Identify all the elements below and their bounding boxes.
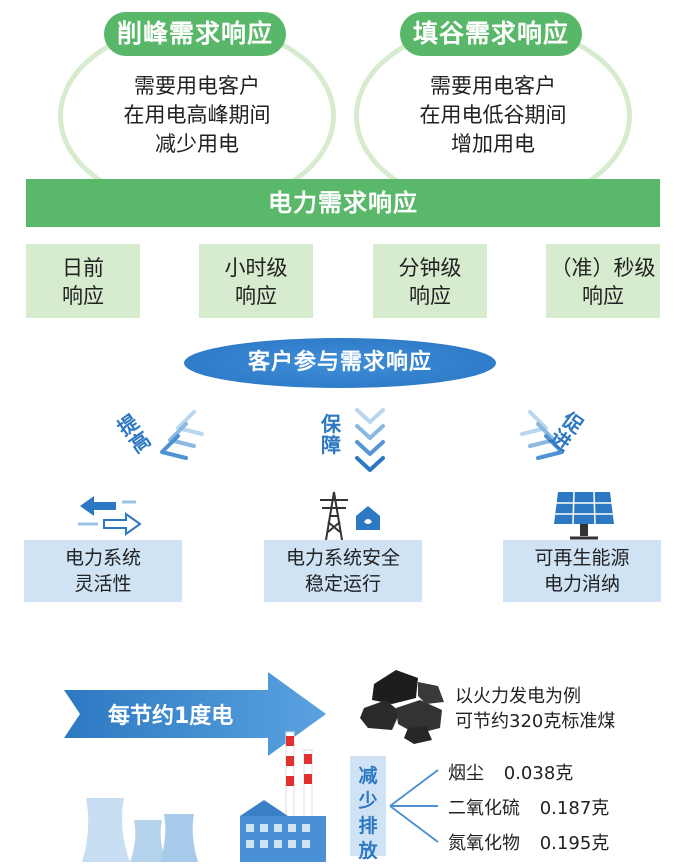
level-hourly: 小时级 响应: [199, 244, 313, 318]
level-minute: 分钟级 响应: [373, 244, 487, 318]
right-chevron-arrows-icon: [520, 410, 564, 460]
coal-icon: [360, 670, 444, 744]
level-second: （准）秒级 响应: [546, 244, 660, 318]
valley-filling-title: 填谷需求响应: [400, 12, 582, 56]
center-chevron-arrows-icon: [355, 408, 385, 472]
emission-item-dust: 烟尘 0.038克: [448, 763, 574, 784]
emission-item-nox: 氮氧化物 0.195克: [448, 833, 610, 854]
effect-security-stability: 电力系统安全 稳定运行: [264, 540, 422, 602]
saving-arrow-icon: [64, 672, 326, 756]
valley-filling-description: 需要用电客户 在用电低谷期间 增加用电: [419, 74, 567, 156]
power-plant-icon: [82, 731, 326, 862]
action-ensure-label: 保障: [321, 412, 341, 457]
customer-participation-ellipse: 客户参与需求响应: [184, 338, 496, 388]
flexibility-arrows-icon: [78, 496, 142, 536]
reduce-emissions-label: 减少排放: [350, 756, 386, 862]
saving-arrow-label: 每节约1度电: [108, 704, 234, 729]
level-day-ahead: 日前 响应: [26, 244, 140, 318]
coal-description: 以火力发电为例 可节约320克标准煤: [455, 686, 616, 732]
power-demand-response-bar: 电力需求响应: [26, 179, 660, 227]
peak-shaving-description: 需要用电客户 在用电高峰期间 减少用电: [123, 74, 271, 156]
effect-renewable-consumption: 可再生能源 电力消纳: [503, 540, 661, 602]
effect-flexibility: 电力系统 灵活性: [24, 540, 182, 602]
emission-item-so2: 二氧化硫 0.187克: [448, 798, 610, 819]
left-chevron-arrows-icon: [160, 410, 204, 460]
power-tower-home-icon: [320, 491, 380, 541]
peak-shaving-title: 削峰需求响应: [104, 12, 286, 56]
solar-panel-icon: [554, 491, 614, 540]
emission-branch-lines: [389, 769, 439, 843]
